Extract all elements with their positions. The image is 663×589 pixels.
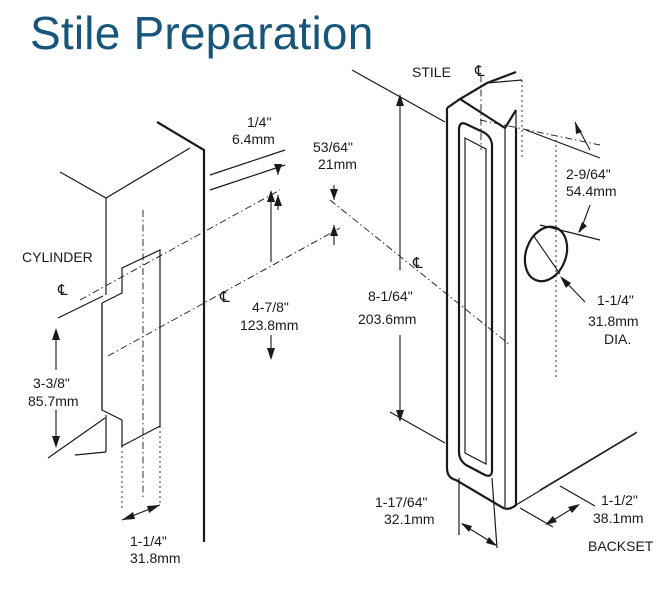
dim-4-7-8-in: 4-7/8" xyxy=(252,299,289,315)
dim-dia-label: DIA. xyxy=(604,331,631,347)
reference-lines xyxy=(47,119,601,459)
cylinder-label: CYLINDER xyxy=(22,249,93,265)
dim-3-3-8-in: 3-3/8" xyxy=(33,375,70,391)
dim-1-17-64 xyxy=(458,477,498,549)
stile-centerline-symbol: ℄ xyxy=(474,63,485,80)
dim-3-3-8 xyxy=(52,328,60,448)
dim-4-7-8 xyxy=(267,190,275,360)
dim-53-64-in: 53/64" xyxy=(313,139,353,155)
dim-1-1-2-mm: 38.1mm xyxy=(593,510,644,526)
dim-1-1-2-in: 1-1/2" xyxy=(601,492,638,508)
cylinder-centerline-symbol: ℄ xyxy=(57,282,68,299)
stile-label: STILE xyxy=(412,64,451,80)
dim-dia-leader xyxy=(560,276,586,303)
dim-1-1-4-left xyxy=(121,504,161,521)
dim-1-1-2 xyxy=(519,485,596,528)
hole-centerline-symbol: ℄ xyxy=(412,255,423,272)
dim-1-1-4-in: 1-1/4" xyxy=(130,533,167,549)
dim-53-64-mm: 21mm xyxy=(318,156,357,172)
dim-53-64 xyxy=(330,185,338,245)
right-stile xyxy=(445,70,638,510)
dim-8-1-64-in: 8-1/64" xyxy=(368,288,413,304)
dim-quarter-mm: 6.4mm xyxy=(232,131,275,147)
dim-2-9-64 xyxy=(525,121,601,241)
dim-3-3-8-mm: 85.7mm xyxy=(28,393,79,409)
dim-8-1-64 xyxy=(351,69,446,444)
dim-8-1-64-mm: 203.6mm xyxy=(358,311,416,327)
dim-dia-in: 1-1/4" xyxy=(597,292,634,308)
dim-1-17-64-in: 1-17/64" xyxy=(375,494,427,510)
dim-4-7-8-mm: 123.8mm xyxy=(240,317,298,333)
dim-quarter xyxy=(274,164,282,210)
dim-2-9-64-mm: 54.4mm xyxy=(566,183,617,199)
page-title: Stile Preparation xyxy=(30,7,374,59)
dim-1-17-64-mm: 32.1mm xyxy=(384,511,435,527)
backset-label: BACKSET xyxy=(588,538,654,554)
dim-2-9-64-in: 2-9/64" xyxy=(566,166,611,182)
dim-quarter-in: 1/4" xyxy=(247,114,271,130)
dim-1-1-4-mm: 31.8mm xyxy=(130,550,181,566)
left-stile xyxy=(59,121,206,542)
strike-centerline-symbol: ℄ xyxy=(219,289,230,306)
dim-dia-mm: 31.8mm xyxy=(588,313,639,329)
